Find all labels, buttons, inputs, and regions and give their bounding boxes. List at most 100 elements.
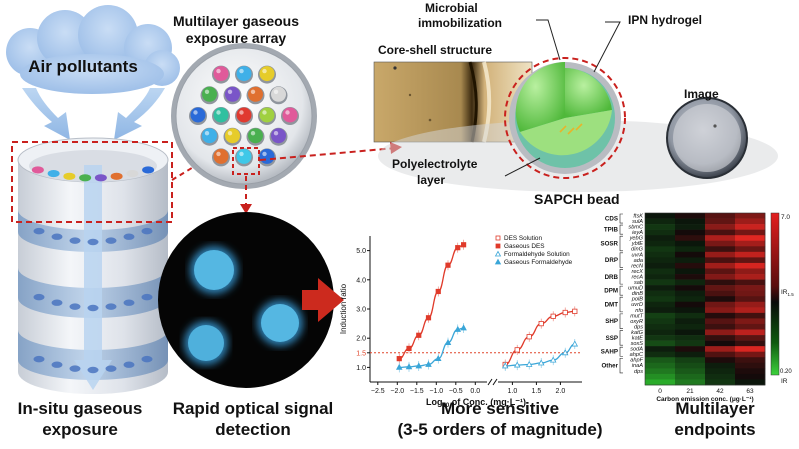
- well: [271, 128, 286, 144]
- sapch-bead-label: SAPCH bead: [534, 191, 620, 207]
- heatmap-cell: [705, 373, 736, 380]
- heatmap-cell: [705, 268, 736, 275]
- heatmap-cell: [735, 235, 766, 242]
- data-point: [571, 340, 579, 347]
- heatmap-cell: [735, 274, 766, 280]
- data-point: [550, 313, 556, 319]
- y-tick-label: 3.0: [356, 307, 366, 314]
- gene-label: dps: [634, 324, 643, 330]
- cylinder-well: [141, 355, 153, 363]
- heatmap-cell: [705, 246, 736, 253]
- heatmap-cell: [645, 329, 676, 336]
- gene-label: recA: [631, 274, 643, 280]
- gene-label: ahpF: [630, 358, 643, 364]
- heatmap-cell: [675, 335, 706, 341]
- x-tick-label: 0.0: [470, 388, 480, 395]
- heatmap-cell: [705, 285, 736, 291]
- well-highlight: [239, 151, 244, 157]
- heatmap-cell: [735, 290, 766, 297]
- well: [202, 128, 217, 144]
- heatmap-cell: [675, 357, 706, 364]
- legend-label: Gaseous Formaldehyde: [504, 259, 573, 266]
- heatmap-cell: [675, 229, 706, 236]
- cylinder-well: [123, 233, 135, 240]
- heatmap-cell: [675, 301, 706, 308]
- well-highlight: [227, 131, 233, 136]
- heatmap-cell: [675, 318, 706, 325]
- legend-label: DES Solution: [504, 235, 542, 242]
- well: [202, 86, 217, 102]
- polyelectrolyte-line1: Polyelectrolyte: [392, 157, 478, 171]
- heatmap-cell: [735, 318, 766, 325]
- heatmap-cell: [735, 262, 766, 269]
- gene-label: nfo: [635, 308, 643, 314]
- heatmap-x-tick: 0: [658, 388, 662, 395]
- heatmap-cell: [675, 351, 706, 358]
- data-point: [561, 349, 569, 356]
- well: [248, 128, 263, 144]
- heatmap-cell: [675, 268, 706, 275]
- colorbar-bottom-label: IR: [781, 378, 788, 385]
- well-highlight: [193, 110, 198, 115]
- heatmap-cell: [675, 240, 706, 247]
- image-label: Image: [684, 87, 719, 101]
- cylinder-well: [126, 169, 139, 178]
- data-point: [514, 347, 520, 353]
- data-point: [396, 356, 402, 362]
- gene-label: dinB: [632, 291, 643, 297]
- gene-label: ybfE: [631, 241, 643, 247]
- cloud-icon: [6, 5, 180, 94]
- x-tick-label: −2.5: [371, 388, 385, 395]
- heatmap-cell: [735, 329, 766, 336]
- data-point: [549, 356, 557, 363]
- data-point: [454, 325, 462, 332]
- group-label: DRP: [605, 257, 618, 264]
- group-bracket: [619, 252, 623, 268]
- data-point: [406, 345, 412, 352]
- heatmap-cell: [705, 296, 736, 303]
- data-point: [501, 362, 509, 369]
- well: [259, 66, 275, 82]
- heatmap-x-label: Carbon emission conc. (μg·L⁻¹): [656, 396, 753, 403]
- group-label: CDS: [605, 216, 618, 223]
- heatmap-cell: [705, 301, 736, 308]
- group-bracket: [619, 224, 623, 235]
- heatmap-cell: [675, 323, 706, 330]
- sensitive-line2: (3-5 orders of magnitude): [397, 420, 603, 439]
- data-point: [444, 338, 452, 345]
- data-point: [405, 363, 413, 370]
- heatmap-cell: [645, 268, 676, 275]
- cylinder-well: [142, 166, 155, 174]
- gene-label: polB: [631, 297, 643, 303]
- heatmap-cell: [645, 379, 676, 386]
- well: [259, 107, 275, 123]
- heatmap-frame: [644, 212, 766, 386]
- gene-label: oxyR: [630, 319, 643, 325]
- heatmap-cell: [735, 346, 766, 353]
- gene-label: dinG: [631, 247, 643, 253]
- heatmap-cell: [735, 251, 766, 258]
- x-tick-label: 1.5: [532, 388, 542, 395]
- well: [190, 107, 206, 123]
- heatmap-cell: [735, 296, 766, 303]
- group-label: SHP: [605, 318, 618, 325]
- array-title-line1: Multilayer gaseous: [172, 13, 300, 29]
- data-point: [526, 334, 532, 340]
- heatmap-cell: [735, 362, 766, 369]
- colorbar-min-label: 0.20: [780, 369, 792, 375]
- y-tick-label: 5.0: [356, 248, 366, 255]
- cylinder-well: [141, 227, 153, 235]
- data-point: [435, 288, 441, 295]
- heatmap-x-tick: 42: [716, 388, 724, 395]
- heatmap-cell: [645, 373, 676, 380]
- heatmap-cell: [645, 346, 676, 353]
- sensitive-line1: More sensitive: [440, 399, 560, 418]
- group-bracket: [619, 285, 623, 296]
- heatmap-cell: [735, 279, 766, 286]
- cylinder-well: [87, 238, 99, 246]
- group-label: DMT: [605, 302, 619, 309]
- legend-label: Formaldehyde Solution: [504, 251, 570, 258]
- data-point: [562, 309, 568, 316]
- cylinder-well: [141, 293, 153, 301]
